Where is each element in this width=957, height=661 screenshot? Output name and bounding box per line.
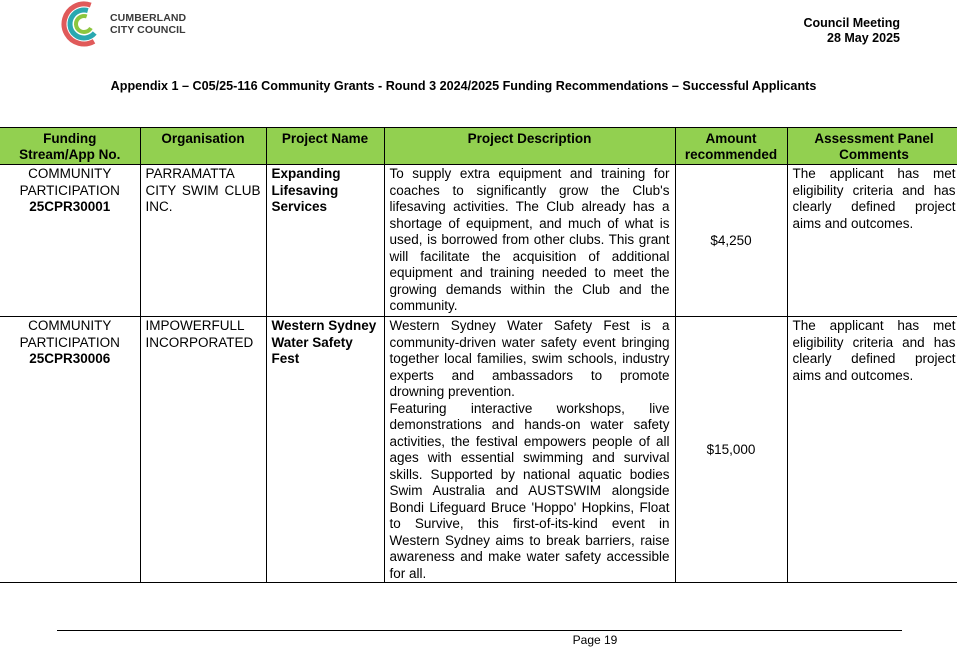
logo-text-line2: CITY COUNCIL — [110, 23, 186, 36]
organisation-cell: PARRAMATTA CITY SWIM CLUB INC. — [139, 164, 267, 317]
column-header-funding-stream: Funding Stream/App No. — [0, 127, 141, 165]
footer-divider — [57, 630, 902, 631]
logo-text-line1: CUMBERLAND — [110, 12, 187, 24]
meeting-info: Council Meeting 28 May 2025 — [803, 16, 900, 46]
project-description-cell: Western Sydney Water Safety Fest is a co… — [383, 316, 676, 583]
amount-cell: $4,250 — [674, 164, 788, 317]
comments-cell: The applicant has met eligibility criter… — [786, 164, 957, 317]
amount-cell: $15,000 — [674, 316, 788, 583]
page-number: Page 19 — [572, 633, 618, 647]
project-description-cell: To supply extra equipment and training f… — [383, 164, 676, 317]
column-header-amount: Amount recommended — [674, 127, 788, 165]
organisation-cell: IMPOWERFULL INCORPORATED — [139, 316, 267, 583]
table-header-row: Funding Stream/App No. Organisation Proj… — [0, 127, 957, 165]
column-header-project-name: Project Name — [265, 127, 385, 165]
meeting-title: Council Meeting — [803, 16, 900, 30]
project-name-cell: Western Sydney Water Safety Fest — [265, 316, 385, 583]
app-number: 25CPR30006 — [29, 351, 111, 366]
table-row: COMMUNITY PARTICIPATION 25CPR30006 IMPOW… — [0, 316, 957, 583]
funding-stream-cell: COMMUNITY PARTICIPATION 25CPR30006 — [0, 316, 141, 583]
column-header-comments: Assessment Panel Comments — [786, 127, 957, 165]
table-row: COMMUNITY PARTICIPATION 25CPR30001 PARRA… — [0, 164, 957, 317]
comments-cell: The applicant has met eligibility criter… — [786, 316, 957, 583]
appendix-title: Appendix 1 – C05/25-116 Community Grants… — [110, 79, 817, 93]
project-name-cell: Expanding Lifesaving Services — [265, 164, 385, 317]
council-logo-icon — [61, 1, 107, 47]
app-number: 25CPR30001 — [29, 199, 111, 214]
meeting-date: 28 May 2025 — [827, 31, 900, 45]
funding-stream-cell: COMMUNITY PARTICIPATION 25CPR30001 — [0, 164, 141, 317]
grants-table: Funding Stream/App No. Organisation Proj… — [0, 127, 957, 583]
logo-wordmark: CUMBERLAND CITY COUNCIL — [110, 12, 187, 36]
council-logo — [60, 0, 108, 48]
column-header-organisation: Organisation — [139, 127, 267, 165]
column-header-project-description: Project Description — [383, 127, 676, 165]
